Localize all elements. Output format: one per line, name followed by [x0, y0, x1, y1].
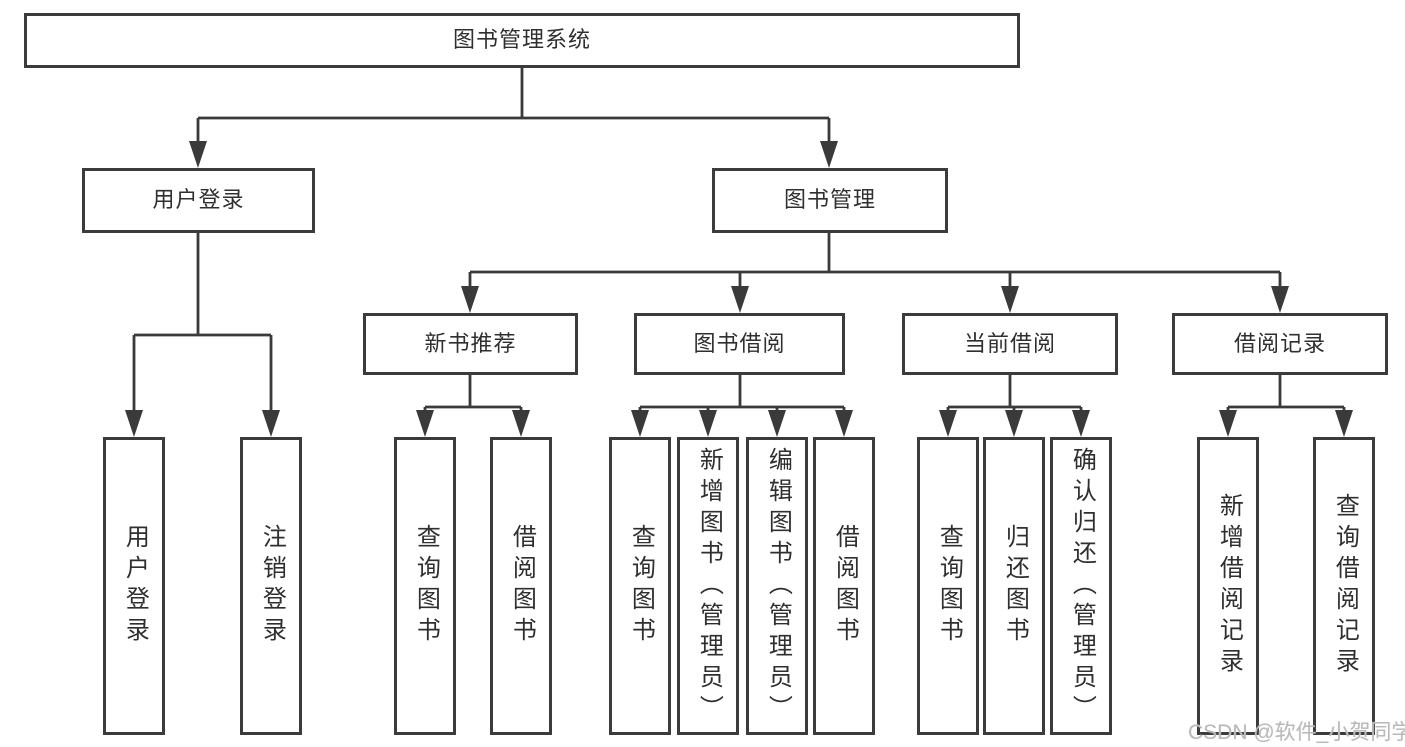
leaf-query-borrow-record: 查询借阅记录 — [1313, 437, 1375, 735]
node-book-borrow-label: 图书借阅 — [693, 330, 786, 356]
leaf-borrow-book-label: 借阅图书 — [831, 524, 859, 648]
leaf-borrow-book-recommend: 借阅图书 — [490, 437, 552, 735]
node-user-login: 用户登录 — [82, 168, 315, 233]
leaf-query-book-borrow: 查询图书 — [609, 437, 671, 735]
leaf-logout: 注销登录 — [240, 437, 302, 735]
leaf-add-borrow-record-label: 新增借阅记录 — [1215, 493, 1243, 679]
leaf-borrow-book-recommend-label: 借阅图书 — [508, 524, 536, 648]
node-new-book-recommend-label: 新书推荐 — [424, 330, 517, 356]
node-borrow-records: 借阅记录 — [1172, 313, 1388, 375]
leaf-add-book-admin-label: 新增图书（管理员） — [695, 446, 723, 726]
leaf-query-book-recommend-label: 查询图书 — [412, 524, 440, 648]
node-user-login-label: 用户登录 — [152, 187, 245, 213]
leaf-add-borrow-record: 新增借阅记录 — [1197, 437, 1259, 735]
leaf-query-book-current-label: 查询图书 — [935, 524, 963, 648]
leaf-query-borrow-record-label: 查询借阅记录 — [1331, 493, 1359, 679]
node-root-system: 图书管理系统 — [24, 13, 1020, 68]
leaf-return-book-label: 归还图书 — [1001, 524, 1029, 648]
leaf-confirm-return-admin-label: 确认归还（管理员） — [1068, 446, 1096, 726]
node-borrow-records-label: 借阅记录 — [1233, 330, 1326, 356]
node-book-management: 图书管理 — [712, 168, 948, 233]
leaf-logout-label: 注销登录 — [258, 524, 286, 648]
leaf-edit-book-admin-label: 编辑图书（管理员） — [764, 446, 792, 726]
node-current-borrow: 当前借阅 — [902, 313, 1118, 375]
leaf-query-book-recommend: 查询图书 — [394, 437, 456, 735]
node-current-borrow-label: 当前借阅 — [963, 330, 1056, 356]
leaf-confirm-return-admin: 确认归还（管理员） — [1050, 437, 1112, 735]
leaf-user-login-label: 用户登录 — [121, 524, 149, 648]
leaf-add-book-admin: 新增图书（管理员） — [677, 437, 739, 735]
leaf-user-login: 用户登录 — [103, 437, 165, 735]
leaf-query-book-current: 查询图书 — [917, 437, 979, 735]
leaf-edit-book-admin: 编辑图书（管理员） — [746, 437, 808, 735]
node-book-borrow: 图书借阅 — [634, 313, 845, 375]
node-book-management-label: 图书管理 — [783, 187, 876, 213]
csdn-watermark: CSDN @软件_小贺同学 — [1188, 721, 1405, 744]
node-root-label: 图书管理系统 — [452, 27, 591, 53]
leaf-query-book-borrow-label: 查询图书 — [627, 524, 655, 648]
leaf-borrow-book: 借阅图书 — [813, 437, 875, 735]
leaf-return-book: 归还图书 — [983, 437, 1045, 735]
node-new-book-recommend: 新书推荐 — [363, 313, 578, 375]
